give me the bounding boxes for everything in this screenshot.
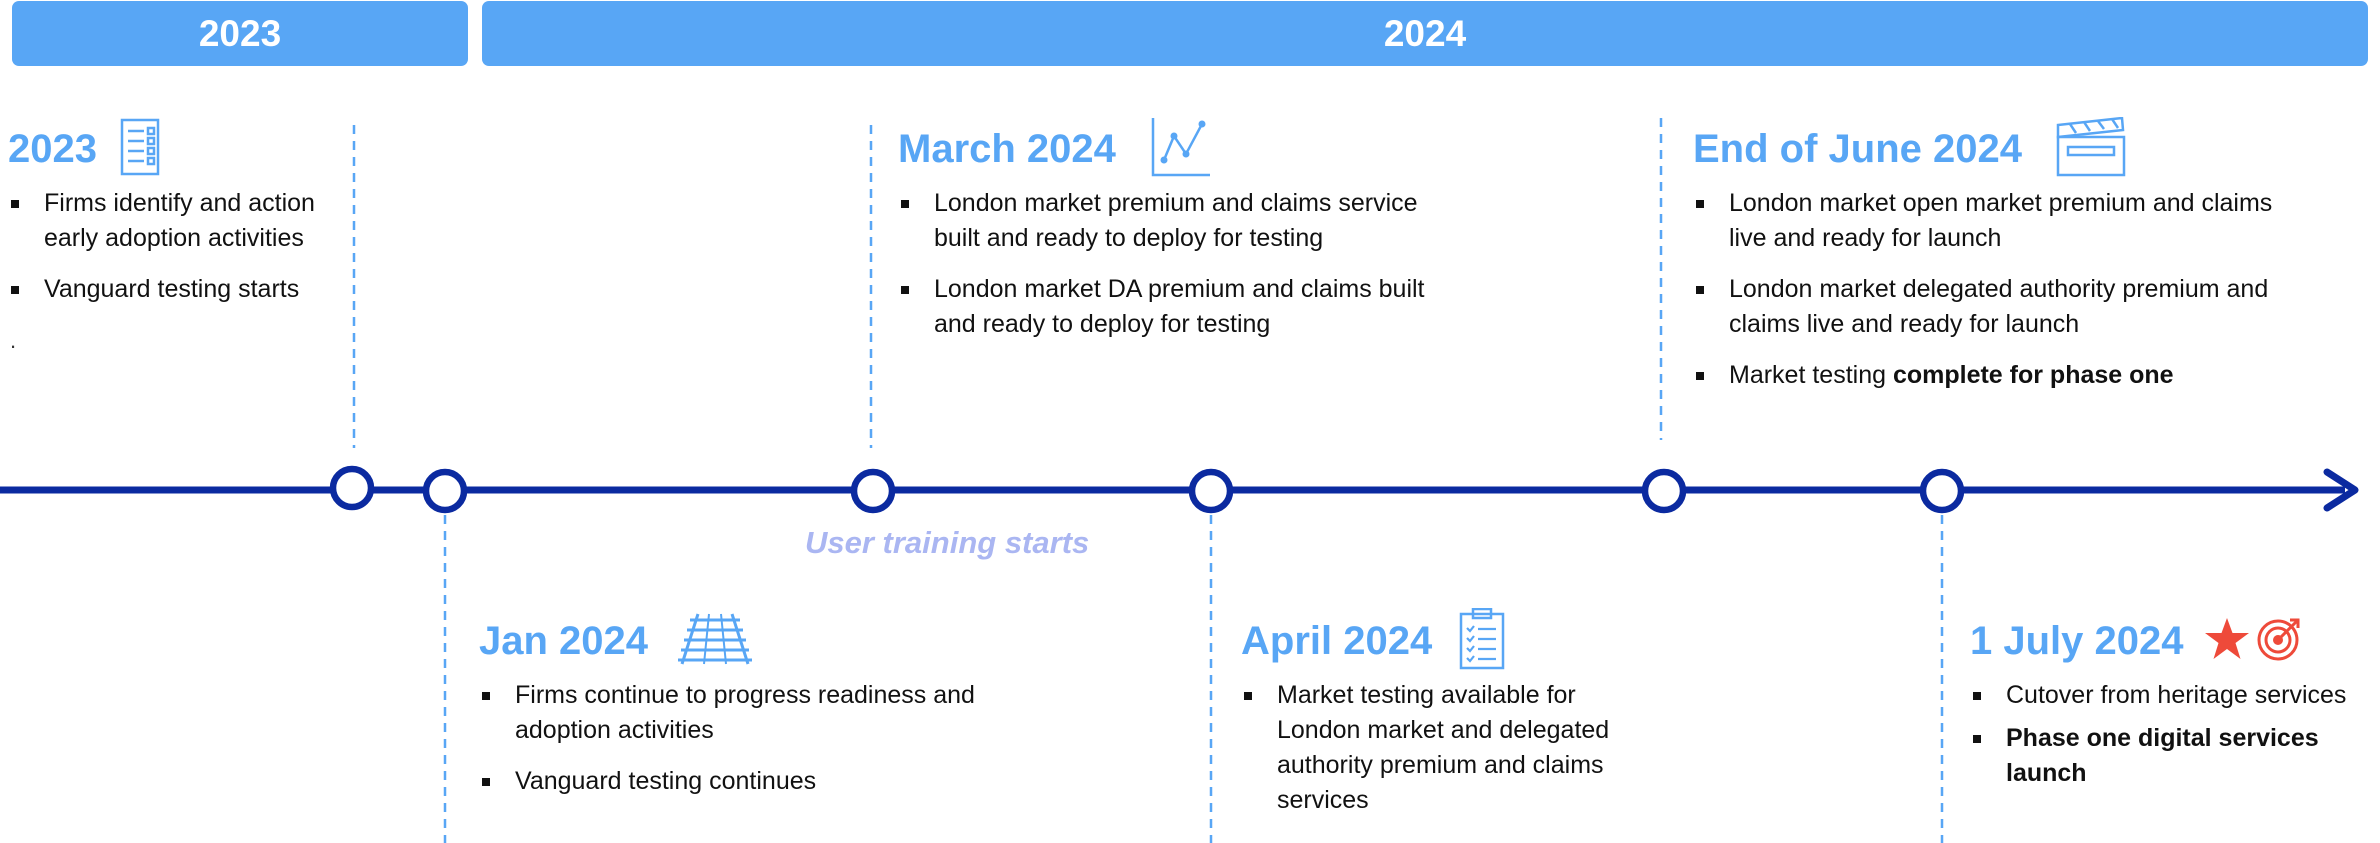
milestone-marker [329, 465, 375, 511]
target-icon [2256, 616, 2302, 667]
bullet-item: Market testing available for London mark… [1241, 678, 1641, 818]
milestone-marker [1919, 468, 1965, 514]
year-label: 2023 [198, 12, 282, 54]
milestone-marker [1641, 468, 1687, 514]
milestone-1-july-2024: 1 July 2024 Cutover from heritage servic… [1970, 610, 2375, 807]
milestone-title: Jan 2024 [479, 618, 649, 663]
bullet-item: Firms identify and action early adoption… [8, 186, 348, 256]
year-bar-2024: 2024 [482, 1, 2368, 66]
stray-mark: . [10, 328, 17, 353]
bullet-emphasis: complete for phase one [1892, 361, 2174, 389]
milestone-title: 1 July 2024 [1970, 618, 2184, 663]
bullet-item: London market delegated authority premiu… [1693, 272, 2313, 342]
year-label: 2024 [1383, 12, 1467, 54]
line-chart-icon [1150, 116, 1212, 183]
bullet-item: Market testing complete for phase one [1693, 358, 2313, 393]
bullet-item: Vanguard testing continues [479, 764, 999, 799]
milestone-title: April 2024 [1241, 618, 1433, 663]
bullet-item: Vanguard testing starts [8, 272, 348, 307]
milestone-marker [1188, 468, 1234, 514]
milestone-end-of-june-2024: End of June 2024 London market open mark… [1693, 116, 2333, 409]
milestone-marker [850, 468, 896, 514]
clipboard-checklist-icon [1458, 607, 1506, 675]
bullet-item: Cutover from heritage services [1970, 678, 2370, 713]
milestone-marker [422, 468, 468, 514]
milestone-jan-2024: Jan 2024 Firms continue to progress read… [479, 610, 999, 815]
milestone-2023: 2023 Firms identify and action early ado… [8, 118, 348, 353]
milestone-title: March 2024 [898, 126, 1116, 171]
clapperboard-icon [2056, 116, 2126, 182]
milestone-title: End of June 2024 [1693, 126, 2022, 171]
milestone-title: 2023 [8, 126, 97, 171]
timeline-arrow [2323, 468, 2359, 512]
bullet-item: London market premium and claims service… [898, 186, 1458, 256]
star-icon [2204, 617, 2250, 666]
railway-track-icon [676, 612, 754, 671]
bullet-item: London market open market premium and cl… [1693, 186, 2313, 256]
year-bar-2023: 2023 [12, 1, 468, 66]
checklist-icon [119, 118, 161, 181]
bullet-emphasis: Phase one digital services launch [2006, 724, 2319, 787]
bullet-item: Phase one digital services launch [1970, 721, 2370, 791]
milestone-march-2024: March 2024 London market premium and cla… [898, 116, 1498, 358]
milestone-april-2024: April 2024 Market testing available for … [1241, 607, 1661, 834]
bullet-item: Firms continue to progress readiness and… [479, 678, 999, 748]
bullet-text: Market testing [1729, 361, 1893, 389]
bullet-item: London market DA premium and claims buil… [898, 272, 1458, 342]
user-training-annotation: User training starts [805, 525, 1090, 560]
